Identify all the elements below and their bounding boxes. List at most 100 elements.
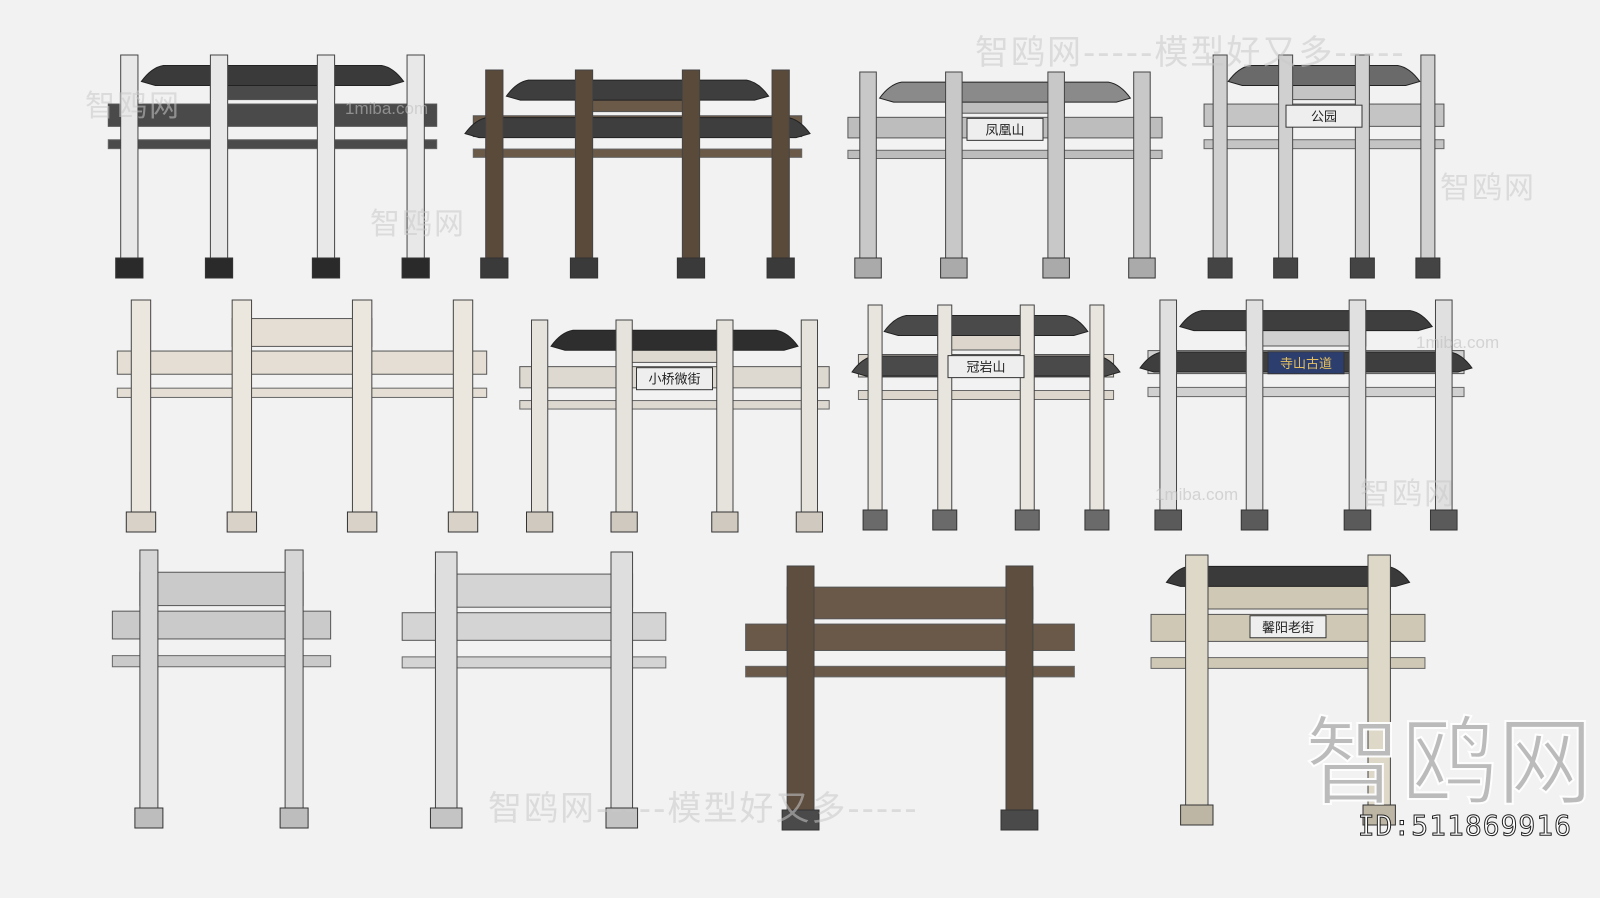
pillar-base [204,257,234,279]
watermark-brand: 智鸥网 [85,89,181,124]
pillar [1019,304,1035,519]
tiled-roof [505,79,770,101]
pillar-base [1207,257,1233,279]
pillar-base [1042,257,1070,279]
pillar [452,299,474,521]
pillar [615,319,633,521]
archway-carved-stone-gate [401,551,667,829]
model-id-label: ID:511869916 [1357,809,1572,842]
archway-ornate-temple-gate: 寺山古道 [1139,299,1473,531]
archway-old-street-gate: 馨阳老街 [1150,554,1426,826]
tiled-roof [883,315,1089,336]
watermark-brand-large: 智鸥网 [1304,707,1594,819]
pillar [681,69,701,267]
pillar [231,299,253,521]
pillar-base [1084,509,1110,531]
pillar-base [605,807,639,829]
plaque [636,367,713,391]
watermark-slogan-top: 智鸥网-----模型好又多----- [975,33,1406,73]
lower-beam [472,148,803,158]
pillar [1133,71,1151,267]
pillar [316,54,336,267]
pillar [139,549,159,817]
lower-beam [1147,386,1465,398]
pillar [1047,71,1065,267]
archway-grey-stone-three-bay: 凤凰山 [847,71,1163,279]
upper-beam [231,318,373,347]
pillar [531,319,549,521]
lower-beam [519,400,830,410]
lower-beam [745,665,1075,678]
pillar [1005,565,1034,819]
tiled-roof [878,81,1132,103]
pillar-base [795,511,823,533]
lower-beam [111,655,332,668]
archway-dark-granite-five-bay [107,54,438,279]
pillar-base [766,257,795,279]
pillar-base [1128,257,1156,279]
pillar-base [1180,804,1214,826]
tiled-roof [1227,64,1421,86]
lower-beam [401,656,667,669]
watermark-slogan-bottom: 智鸥网-----模型好又多----- [488,789,919,829]
pillar-base [1349,257,1375,279]
lower-beam [116,387,488,398]
tiled-roof [140,64,405,86]
pillar-base [1240,509,1269,531]
plaque-text: 馨阳老街 [1262,620,1314,636]
upper-beam [139,571,304,607]
pillar-base [447,511,479,533]
pillar-base [1000,809,1039,831]
pillar-base [569,257,599,279]
pillar [859,71,877,267]
pillar-base [279,807,309,829]
lower-beam [107,139,438,150]
pillar [867,304,883,519]
archway-plain-stone-frame [116,299,488,533]
pillar [434,551,458,817]
pillar-base [526,511,554,533]
plaque [947,355,1025,379]
pillar [786,565,815,819]
pillar [945,71,963,267]
pillar-base [781,809,820,831]
pillar-base [226,511,258,533]
plaque-text: 公园 [1311,110,1337,125]
pillar [610,551,634,817]
pillar-base [1415,257,1441,279]
plaque-text: 寺山古道 [1280,357,1332,372]
pillar [1185,554,1209,814]
pillar [1278,54,1294,267]
watermark-site-3: 1miba.com [345,99,429,118]
pillar-base [1014,509,1040,531]
archway-park-gate: 公园 [1203,54,1445,279]
archway-tiled-street-gate: 小桥微街 [519,319,830,533]
watermark-site-2: 1miba.com [1155,485,1239,504]
pillar-base [480,257,509,279]
pillar [120,54,139,267]
lintel [116,350,488,375]
pillar [716,319,734,521]
plaque [1249,615,1327,639]
pillar [1245,299,1264,519]
plaque [1285,104,1363,128]
archway-brick-wooden-gate [745,565,1075,831]
upper-beam [434,573,634,608]
pillar-base [1273,257,1299,279]
pillar-base [134,807,164,829]
upper-beam [786,586,1034,620]
pillar [574,69,594,267]
lower-beam [1203,139,1445,150]
pillar [771,69,790,267]
pillar [284,549,304,817]
lower-beam [857,390,1115,400]
pillar-base [854,257,882,279]
pillar [937,304,953,519]
pillar-base [862,509,888,531]
pillar [1420,54,1436,267]
tiled-roof [464,117,811,139]
pillar [1354,54,1370,267]
watermark-brand-2: 智鸥网 [370,207,466,242]
